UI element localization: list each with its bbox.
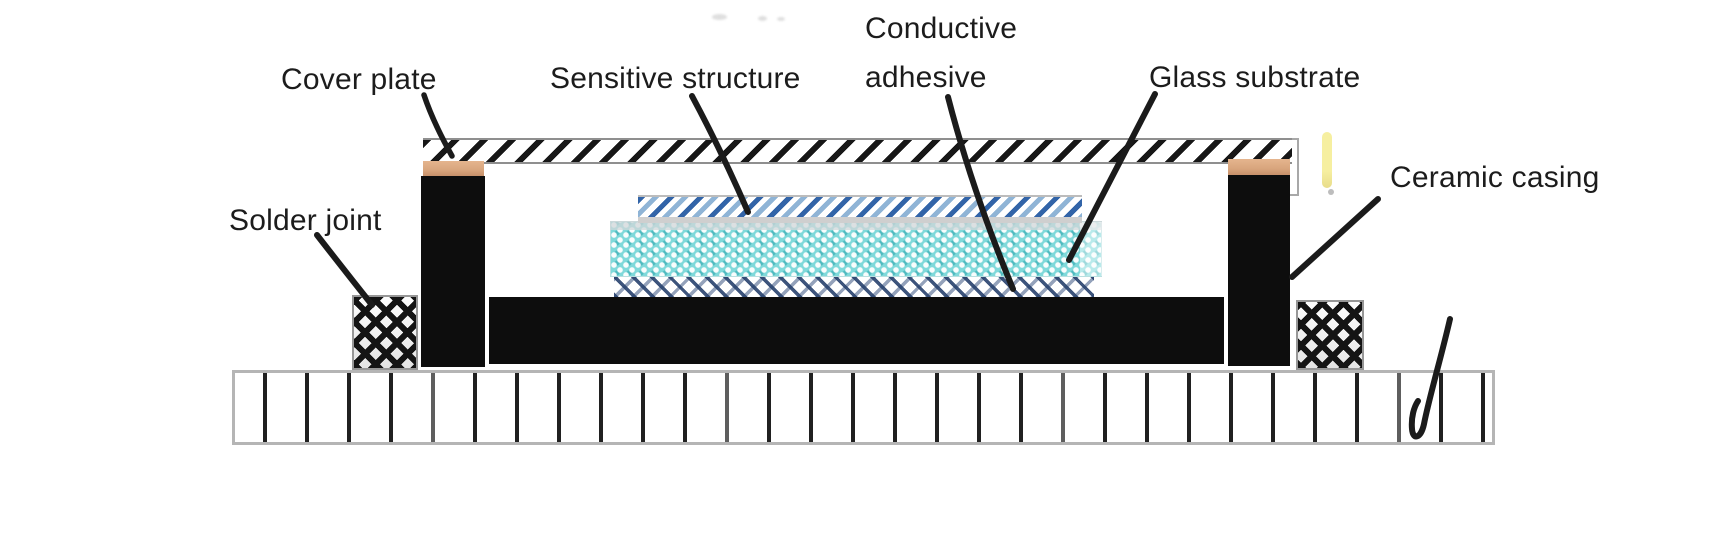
cover-seal-left <box>423 161 484 176</box>
pcb-pin <box>851 373 855 442</box>
pcb-pin <box>599 373 603 442</box>
pcb-pin <box>641 373 645 442</box>
pcb-pin <box>431 373 435 442</box>
glass-substrate-top-band <box>610 221 1102 230</box>
pcb-pin <box>1439 373 1443 442</box>
pcb-pin <box>1103 373 1107 442</box>
yellow-highlight-mark <box>1322 132 1332 188</box>
pcb-pin <box>473 373 477 442</box>
pcb-pin <box>263 373 267 442</box>
casing-wall-left <box>421 176 485 367</box>
cover-plate-bar <box>423 138 1292 164</box>
conductive-adhesive-strip <box>614 277 1094 297</box>
solder-joint-left <box>352 295 418 370</box>
label-conductive-adhesive: Conductive adhesive <box>865 4 1017 102</box>
pcb-pin <box>1187 373 1191 442</box>
ceramic-casing-leader-line <box>1289 196 1381 280</box>
pcb-pin <box>557 373 561 442</box>
sensitive-structure-strip <box>638 195 1082 223</box>
pcb-pin <box>1355 373 1359 442</box>
ceramic-substrate-strip <box>232 370 1495 445</box>
pcb-pin <box>767 373 771 442</box>
artifact-smudge <box>758 16 767 21</box>
pcb-pin <box>1271 373 1275 442</box>
artifact-smudge <box>712 14 727 20</box>
pcb-pin <box>1019 373 1023 442</box>
pcb-pin <box>893 373 897 442</box>
label-sensitive-structure: Sensitive structure <box>550 62 801 95</box>
yellow-mark-dot <box>1328 189 1334 195</box>
casing-wall-right <box>1228 175 1290 366</box>
pcb-pin <box>1397 373 1401 442</box>
pcb-pin <box>935 373 939 442</box>
label-conductive-adhesive-line1: Conductive <box>865 12 1018 45</box>
label-ceramic-casing: Ceramic casing <box>1390 161 1600 194</box>
solder-joint-right <box>1296 300 1364 370</box>
pcb-pin <box>305 373 309 442</box>
pcb-pin <box>1481 373 1485 442</box>
label-glass-substrate: Glass substrate <box>1149 61 1361 94</box>
pcb-pin <box>1313 373 1317 442</box>
pcb-pin <box>1229 373 1233 442</box>
casing-base-bar <box>489 297 1224 364</box>
pcb-pin <box>389 373 393 442</box>
pcb-pin <box>347 373 351 442</box>
label-cover-plate: Cover plate <box>281 63 437 96</box>
pcb-pin <box>1061 373 1065 442</box>
pcb-pin <box>977 373 981 442</box>
glass-substrate-right-highlight <box>1080 222 1102 276</box>
glass-substrate-block <box>610 221 1102 277</box>
label-solder-joint: Solder joint <box>229 204 382 237</box>
label-conductive-adhesive-line2: adhesive <box>865 61 987 94</box>
artifact-smudge <box>777 17 785 21</box>
pcb-pin <box>725 373 729 442</box>
cover-seal-right <box>1228 159 1290 175</box>
pcb-pin <box>1145 373 1149 442</box>
pcb-pin <box>515 373 519 442</box>
pcb-pin <box>809 373 813 442</box>
pcb-pin <box>683 373 687 442</box>
